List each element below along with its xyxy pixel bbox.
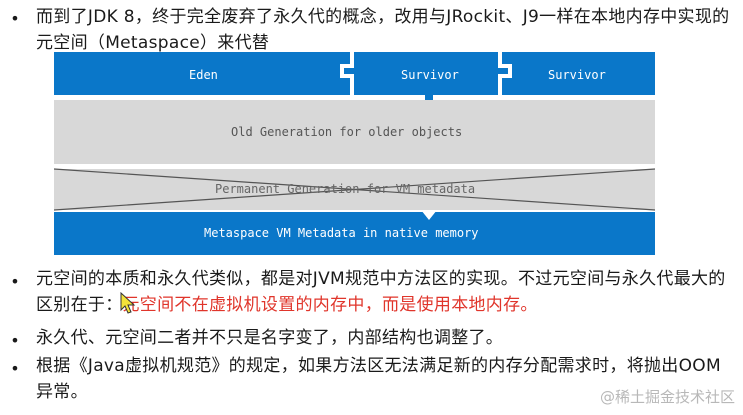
perm-gen-label: Permanent Generation for VM metadata [215,182,475,196]
eden-survivor-divider [340,52,354,95]
cross-line-2 [54,168,655,211]
bullet-dot-3: • [10,331,20,350]
bullet-dot-4: • [10,359,20,378]
young-gen-bar [54,52,655,95]
old-gen-label: Old Generation for older objects [231,125,462,139]
arrow-down-icon [421,210,437,220]
bullet-dot-2: • [10,272,20,291]
metaspace-bar [54,212,655,255]
bullet-text-2-highlight: 元空间不在虚拟机设置的内存中，而是使用本地内存。 [122,295,538,315]
bullet-text-3: 永久代、元空间二者并不只是名字变了，内部结构也调整了。 [36,328,504,348]
bullet-text-4: 根据《Java虚拟机规范》的规定，如果方法区无法满足新的内存分配需求时，将抛出O… [36,356,721,402]
metaspace-label: Metaspace VM Metadata in native memory [204,226,479,240]
survivor-label-1: Survivor [401,68,459,82]
eden-label: Eden [189,68,218,82]
bullet-text-1: 而到了JDK 8，终于完全废弃了永久代的概念，改用与JRockit、J9一样在本… [36,7,730,53]
bullet-text-2-main: 元空间的本质和永久代类似，都是对JVM规范中方法区的实现。不过元空间与永久代最大… [36,269,726,315]
mouse-cursor-icon [120,291,136,318]
survivor-divider [498,52,512,95]
bullet-dot-1: • [10,9,20,28]
memory-structure-diagram: Eden Survivor Survivor Old Generation fo… [54,52,655,255]
arrow-1-stem [425,95,433,101]
bullet-text-2: 元空间的本质和永久代类似，都是对JVM规范中方法区的实现。不过元空间与永久代最大… [36,266,736,318]
survivor-label-2: Survivor [548,68,606,82]
watermark: @稀土掘金技术社区 [599,388,735,406]
old-gen-bar [54,100,655,164]
